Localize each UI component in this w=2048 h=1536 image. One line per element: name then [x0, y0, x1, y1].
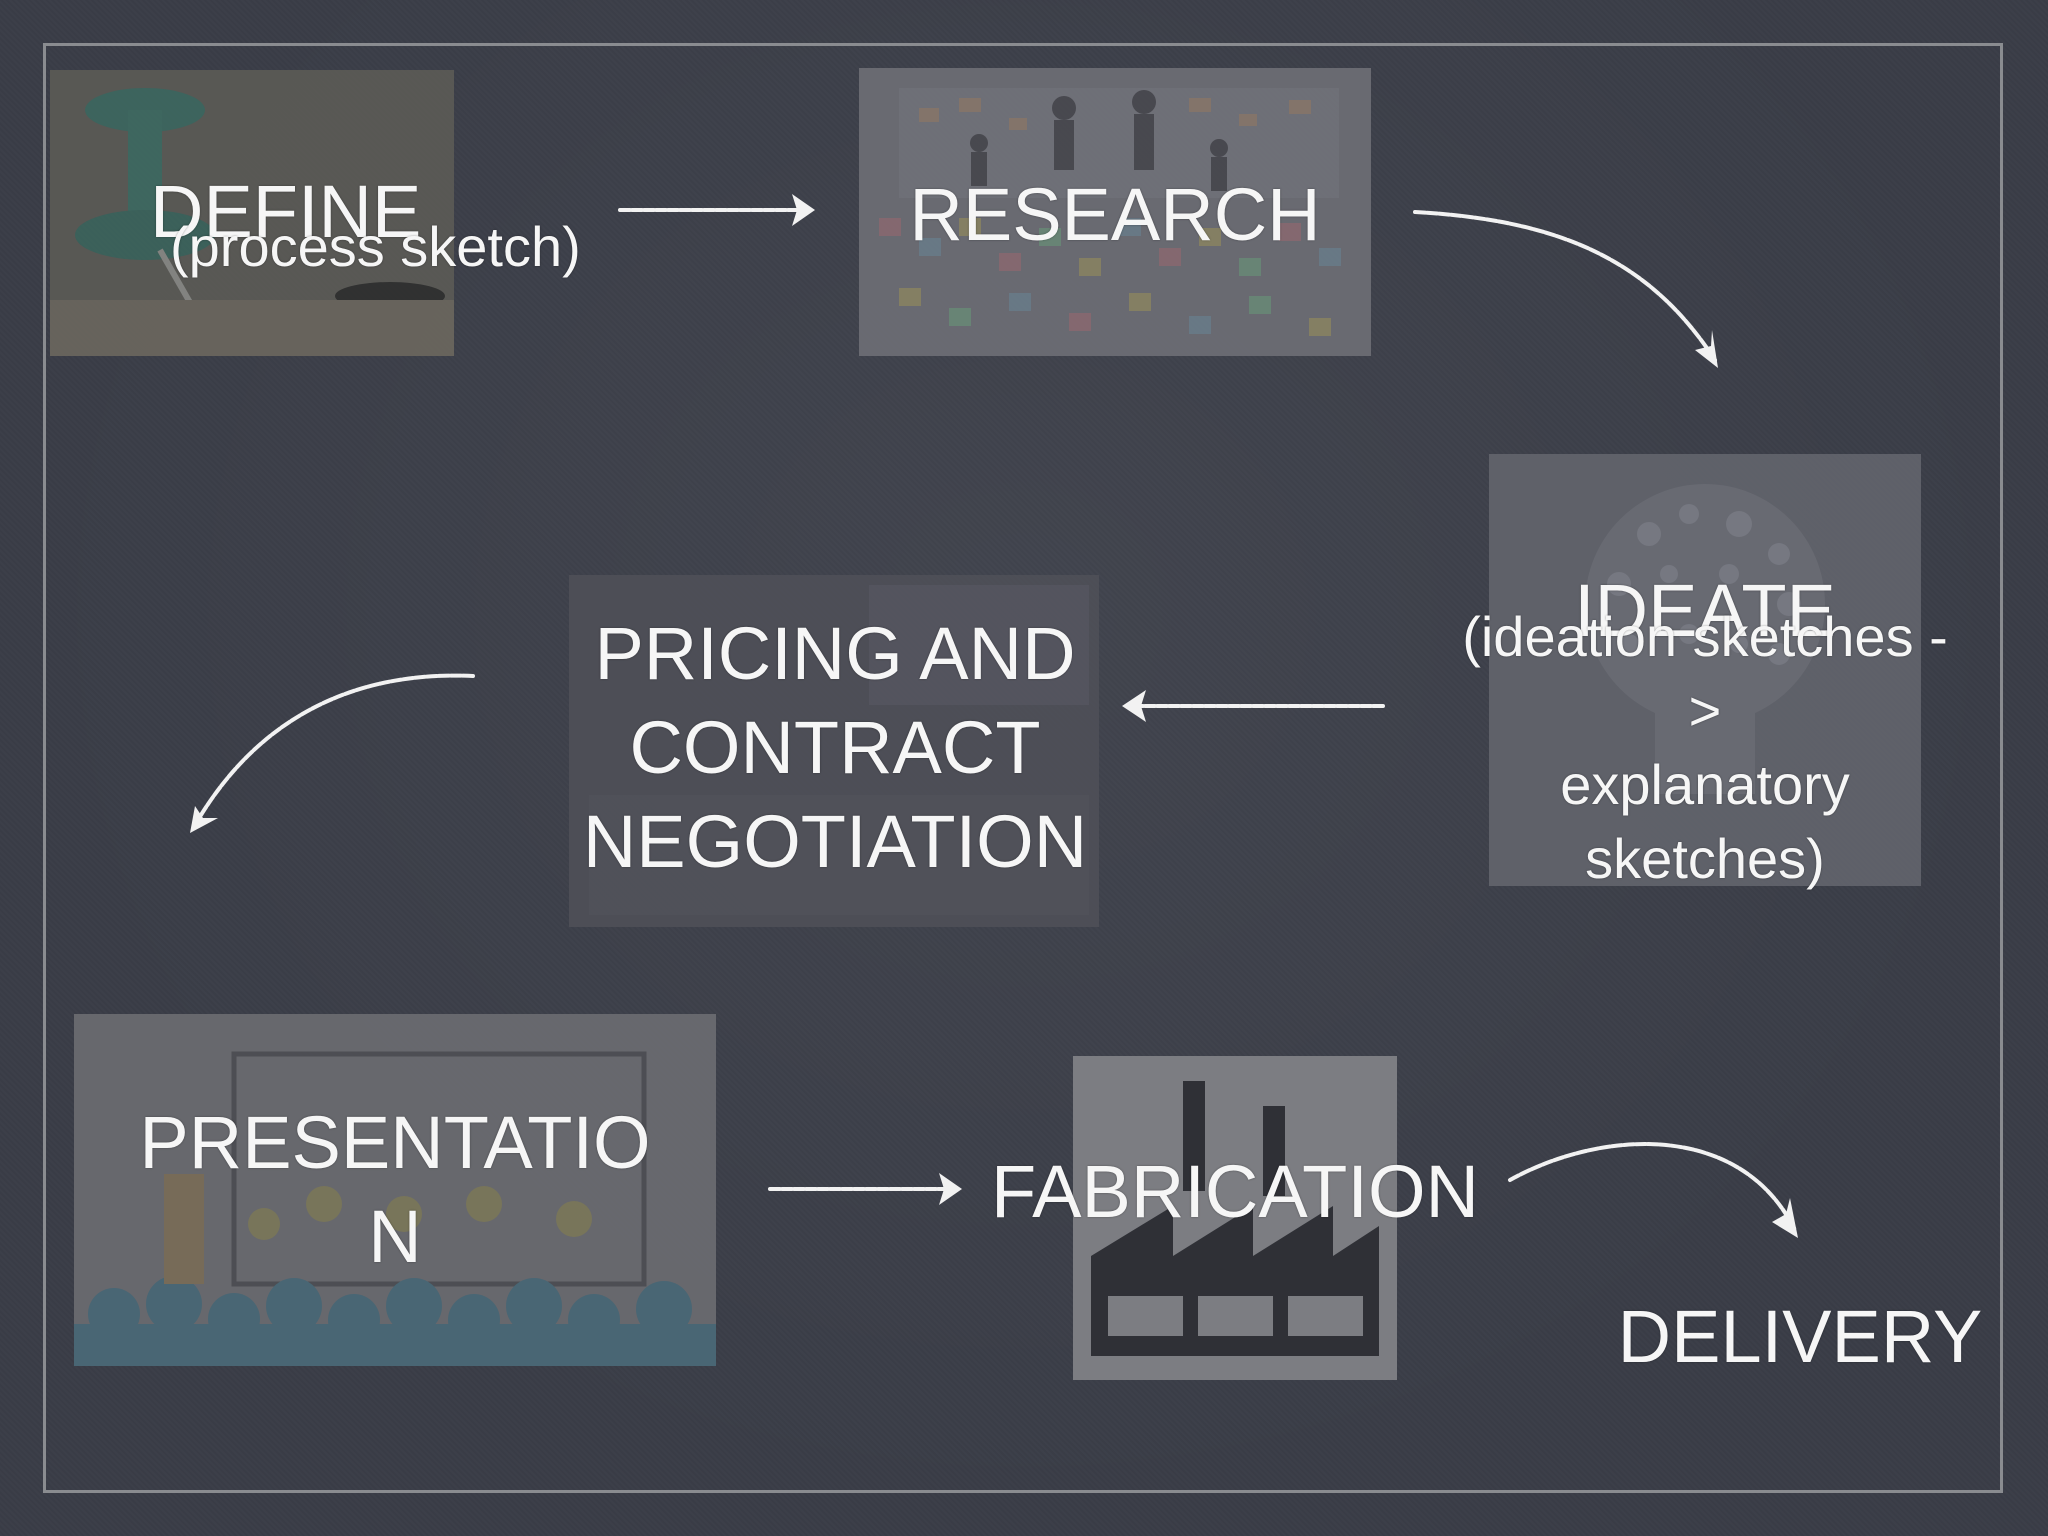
- presentation-label: PRESENTATIO N: [74, 1096, 716, 1284]
- pricing-line1: PRICING AND: [594, 612, 1076, 695]
- pricing-line3: NEGOTIATION: [582, 800, 1088, 883]
- presentation-line2: N: [368, 1195, 422, 1278]
- lightbulb-icon: [1489, 454, 1921, 886]
- research-label: RESEARCH: [909, 173, 1321, 256]
- factory-icon: [1073, 1056, 1397, 1380]
- sticky-notes-icon: [859, 68, 1371, 356]
- fabrication-label: FABRICATION: [991, 1150, 1479, 1233]
- pricing-label: PRICING AND CONTRACT NEGOTIATION: [540, 607, 1130, 889]
- ideate-note: (ideation sketches - > explanatory sketc…: [1400, 600, 2010, 896]
- define-image: [50, 70, 454, 356]
- ideate-note-line2: >: [1688, 679, 1722, 742]
- define-label: DEFINE: [150, 170, 422, 253]
- ideate-note-line4: sketches): [1585, 827, 1825, 890]
- presentation-line1: PRESENTATIO: [139, 1101, 651, 1184]
- delivery-label: DELIVERY: [1617, 1295, 1983, 1378]
- slide-frame: [43, 43, 2003, 1493]
- arrow-research-ideate: [1413, 210, 1717, 362]
- arrow-fabrication-delivery: [1508, 1142, 1797, 1232]
- define-note: (process sketch): [170, 215, 581, 278]
- pricing-line2: CONTRACT: [629, 706, 1041, 789]
- arrowhead-research: [792, 194, 815, 226]
- ideate-note-line3: explanatory: [1560, 753, 1850, 816]
- pushpin-icon: [50, 70, 454, 356]
- ideate-image: [1489, 454, 1921, 886]
- pricing-image: [569, 575, 1099, 927]
- contract-icon: [569, 575, 1099, 927]
- fabrication-image: [1073, 1056, 1397, 1380]
- arrowhead-delivery: [1772, 1198, 1798, 1238]
- arrowhead-ideate: [1695, 330, 1718, 368]
- arrowhead-fabrication: [939, 1173, 962, 1205]
- ideate-note-line1: (ideation sketches -: [1462, 605, 1948, 668]
- arrow-pricing-presentation: [193, 673, 475, 827]
- presentation-image: [74, 1014, 716, 1366]
- ideate-label: IDEATE: [1574, 569, 1836, 652]
- arrowhead-pricing: [1122, 690, 1146, 722]
- audience-icon: [74, 1014, 716, 1366]
- arrowhead-presentation: [190, 806, 218, 833]
- research-image: [859, 68, 1371, 356]
